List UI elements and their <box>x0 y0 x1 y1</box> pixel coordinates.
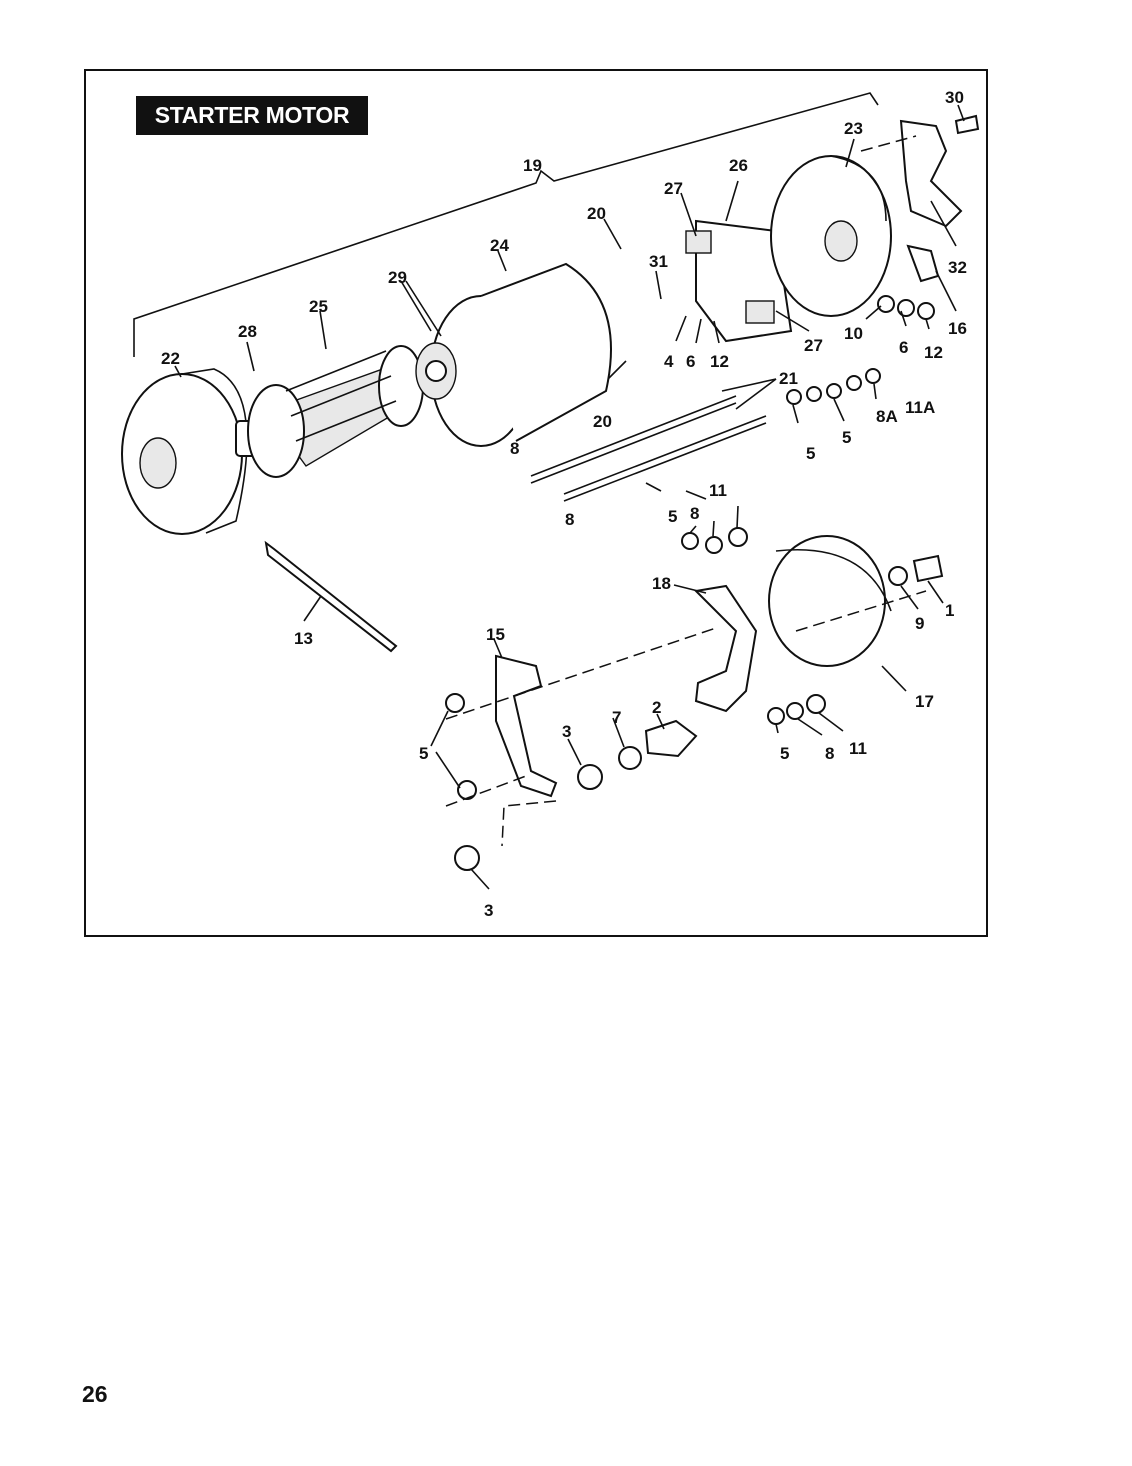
label-19: 19 <box>523 156 542 175</box>
label-6b: 6 <box>686 352 695 371</box>
label-11a: 11 <box>709 481 727 500</box>
label-5c: 5 <box>668 507 677 526</box>
label-31: 31 <box>649 252 668 271</box>
part-9-lockwasher <box>888 566 908 586</box>
part-22-end-cap <box>121 368 248 535</box>
label-8A: 8A <box>876 407 898 426</box>
part-26-brush-plate <box>685 219 793 343</box>
part-13-strap <box>264 540 398 653</box>
exploded-parts-diagram: 30 23 19 26 27 20 24 31 29 25 28 22 32 1… <box>121 88 980 920</box>
label-27b: 27 <box>804 336 823 355</box>
label-15: 15 <box>486 625 505 644</box>
label-21: 21 <box>779 369 798 388</box>
label-17: 17 <box>915 692 934 711</box>
label-12a: 12 <box>924 343 943 362</box>
label-5e: 5 <box>780 744 789 763</box>
label-11A: 11A <box>905 398 935 417</box>
label-1: 1 <box>945 601 954 620</box>
part-18-mount-bracket <box>693 584 758 713</box>
label-12b: 12 <box>710 352 729 371</box>
part-5-washer-b <box>457 780 477 800</box>
label-30: 30 <box>945 88 964 107</box>
label-28: 28 <box>238 322 257 341</box>
part-23-end-housing <box>770 155 892 317</box>
part-11-nut <box>806 694 826 714</box>
part-8-washer <box>786 702 804 720</box>
label-24: 24 <box>490 236 509 255</box>
label-25: 25 <box>309 297 328 316</box>
part-7-washer <box>618 746 642 770</box>
part-16-clip <box>906 244 940 283</box>
label-16: 16 <box>948 319 967 338</box>
part-5-washer-c <box>767 707 785 725</box>
diagram-title: STARTER MOTOR <box>136 96 368 135</box>
label-13: 13 <box>294 629 313 648</box>
label-23: 23 <box>844 119 863 138</box>
label-7: 7 <box>612 708 621 727</box>
label-18: 18 <box>652 574 671 593</box>
label-9: 9 <box>915 614 924 633</box>
alignment-line-e <box>501 800 557 847</box>
label-8c: 8 <box>690 504 699 523</box>
part-21-through-bolts <box>530 395 767 502</box>
part-15-mount-bracket <box>495 654 558 798</box>
part-24-field-frame <box>415 262 612 447</box>
page-number: 26 <box>82 1381 108 1407</box>
label-8d: 8 <box>825 744 834 763</box>
label-20b: 20 <box>593 412 612 431</box>
label-6a: 6 <box>899 338 908 357</box>
part-30-screw <box>954 114 980 135</box>
hardware-washers-upper <box>681 295 935 554</box>
part-3-washer-a <box>577 764 603 790</box>
label-8a: 8 <box>510 439 519 458</box>
label-5d: 5 <box>419 744 428 763</box>
label-8b: 8 <box>565 510 574 529</box>
label-2: 2 <box>652 698 661 717</box>
part-32-bracket <box>899 119 963 228</box>
part-1-bolt <box>912 554 944 583</box>
label-10: 10 <box>844 324 863 343</box>
label-20a: 20 <box>587 204 606 223</box>
part-17-cover-band <box>768 535 892 667</box>
label-3b: 3 <box>484 901 493 920</box>
alignment-line-d <box>860 135 917 152</box>
part-2-bolt <box>644 719 698 758</box>
alignment-line-b <box>445 775 527 807</box>
alignment-line-c <box>795 590 927 632</box>
label-11b: 11 <box>849 739 867 758</box>
label-4: 4 <box>664 352 674 371</box>
alignment-line-a <box>445 627 717 720</box>
label-26: 26 <box>729 156 748 175</box>
part-25-armature <box>235 345 424 478</box>
label-5b: 5 <box>842 428 851 447</box>
label-3a: 3 <box>562 722 571 741</box>
part-3-washer-b <box>454 845 480 871</box>
label-29: 29 <box>388 268 407 287</box>
part-5-washer-a <box>445 693 465 713</box>
label-5a: 5 <box>806 444 815 463</box>
label-27a: 27 <box>664 179 683 198</box>
label-32: 32 <box>948 258 967 277</box>
label-22: 22 <box>161 349 180 368</box>
diagram-frame: STARTER MOTOR <box>84 69 988 937</box>
assembly-bracket <box>133 92 879 357</box>
leader-lines <box>174 104 965 890</box>
